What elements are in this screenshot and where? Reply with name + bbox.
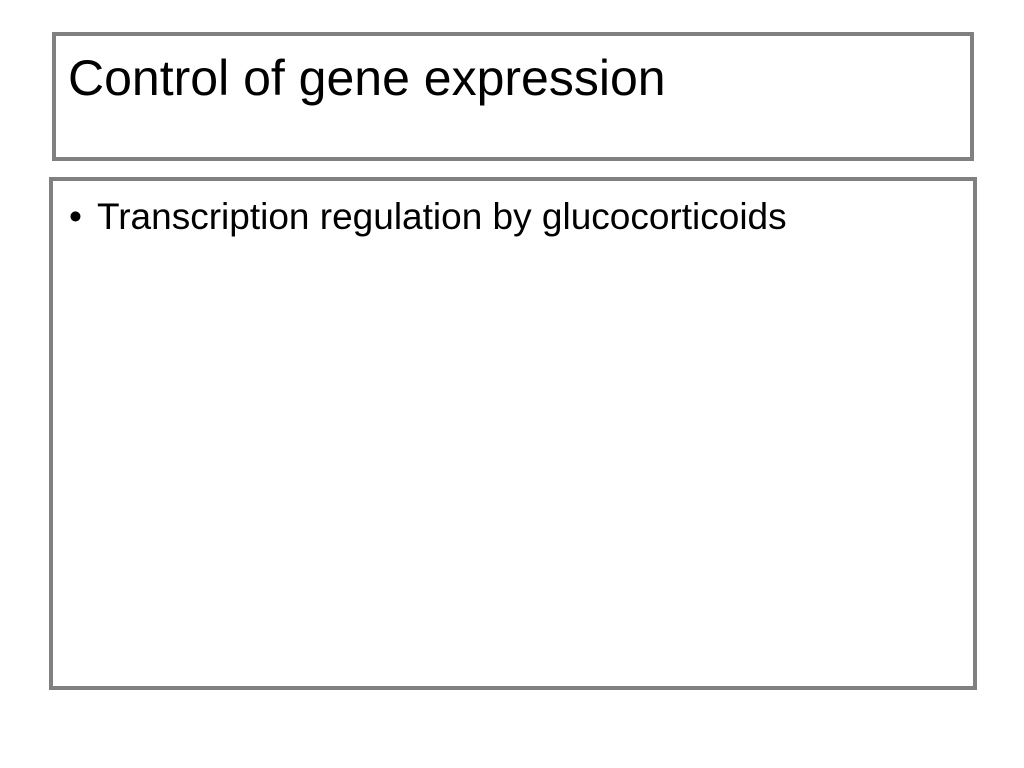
slide-title-frame: Control of gene expression bbox=[52, 32, 974, 161]
slide-title: Control of gene expression bbox=[68, 50, 666, 106]
bullet-text: Transcription regulation by glucocortico… bbox=[97, 196, 787, 237]
bullet-item: • Transcription regulation by glucocorti… bbox=[63, 195, 963, 239]
bullet-list: • Transcription regulation by glucocorti… bbox=[63, 195, 963, 239]
slide-content-frame: • Transcription regulation by glucocorti… bbox=[49, 177, 977, 690]
bullet-dot-icon: • bbox=[69, 196, 82, 237]
